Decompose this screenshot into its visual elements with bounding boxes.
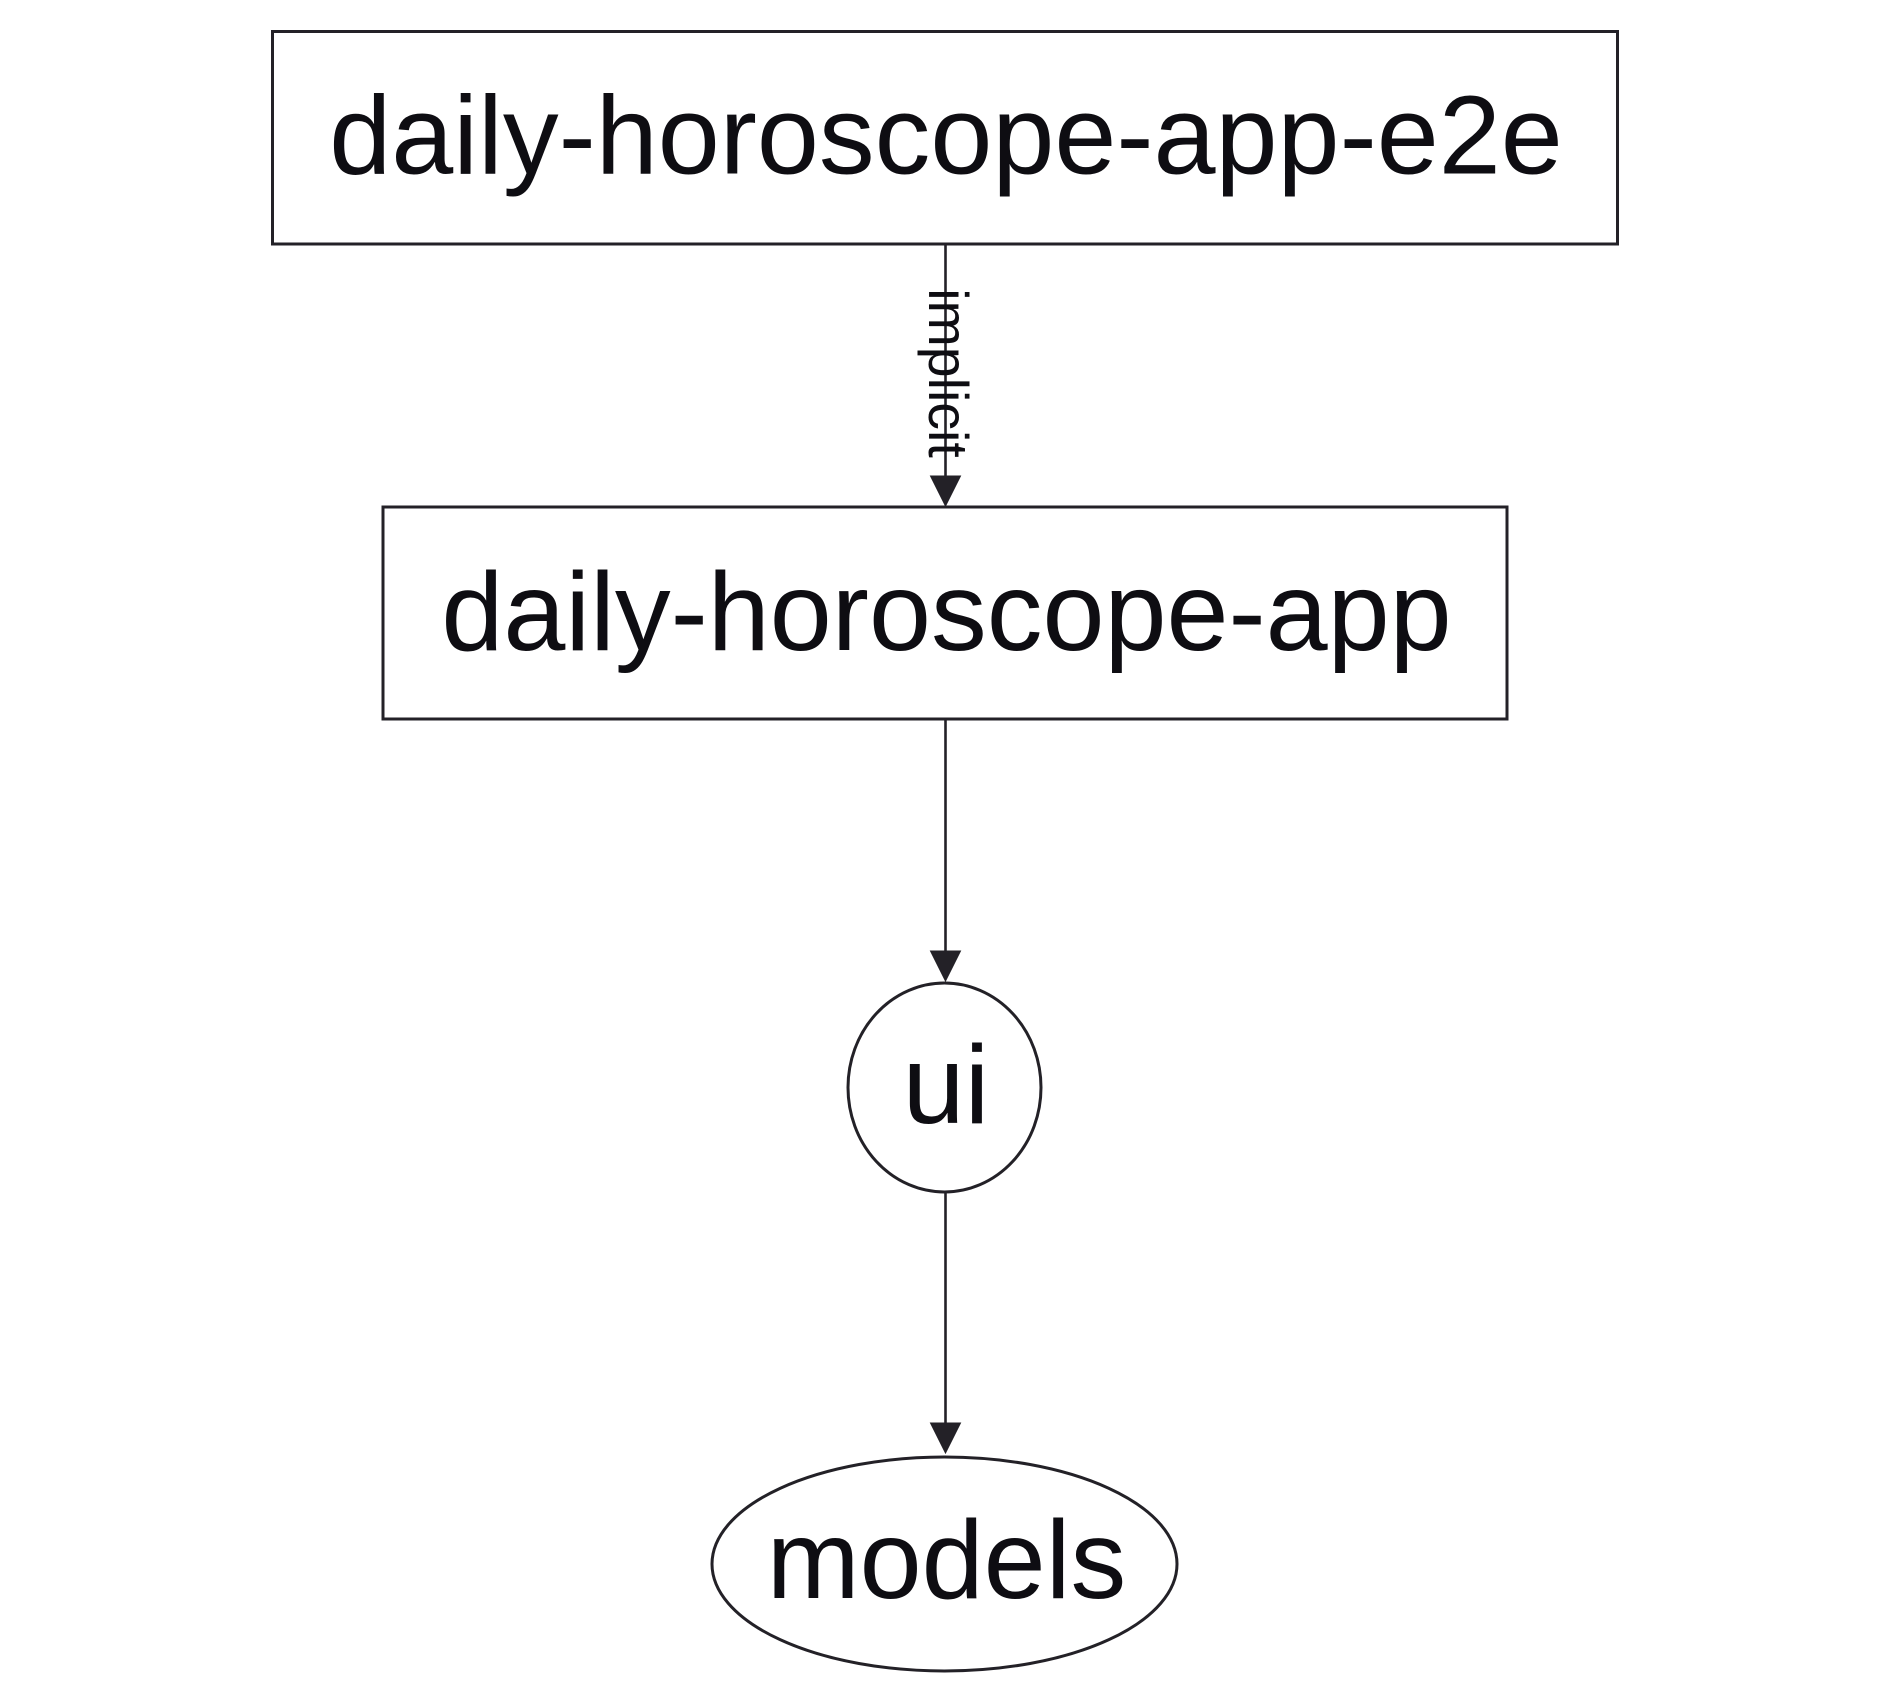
svg-text:daily-horoscope-app-e2e: daily-horoscope-app-e2e	[329, 73, 1562, 198]
svg-text:implicit: implicit	[917, 288, 979, 458]
svg-text:models: models	[767, 1497, 1126, 1622]
svg-text:ui: ui	[903, 1022, 990, 1147]
svg-text:daily-horoscope-app: daily-horoscope-app	[441, 549, 1451, 674]
